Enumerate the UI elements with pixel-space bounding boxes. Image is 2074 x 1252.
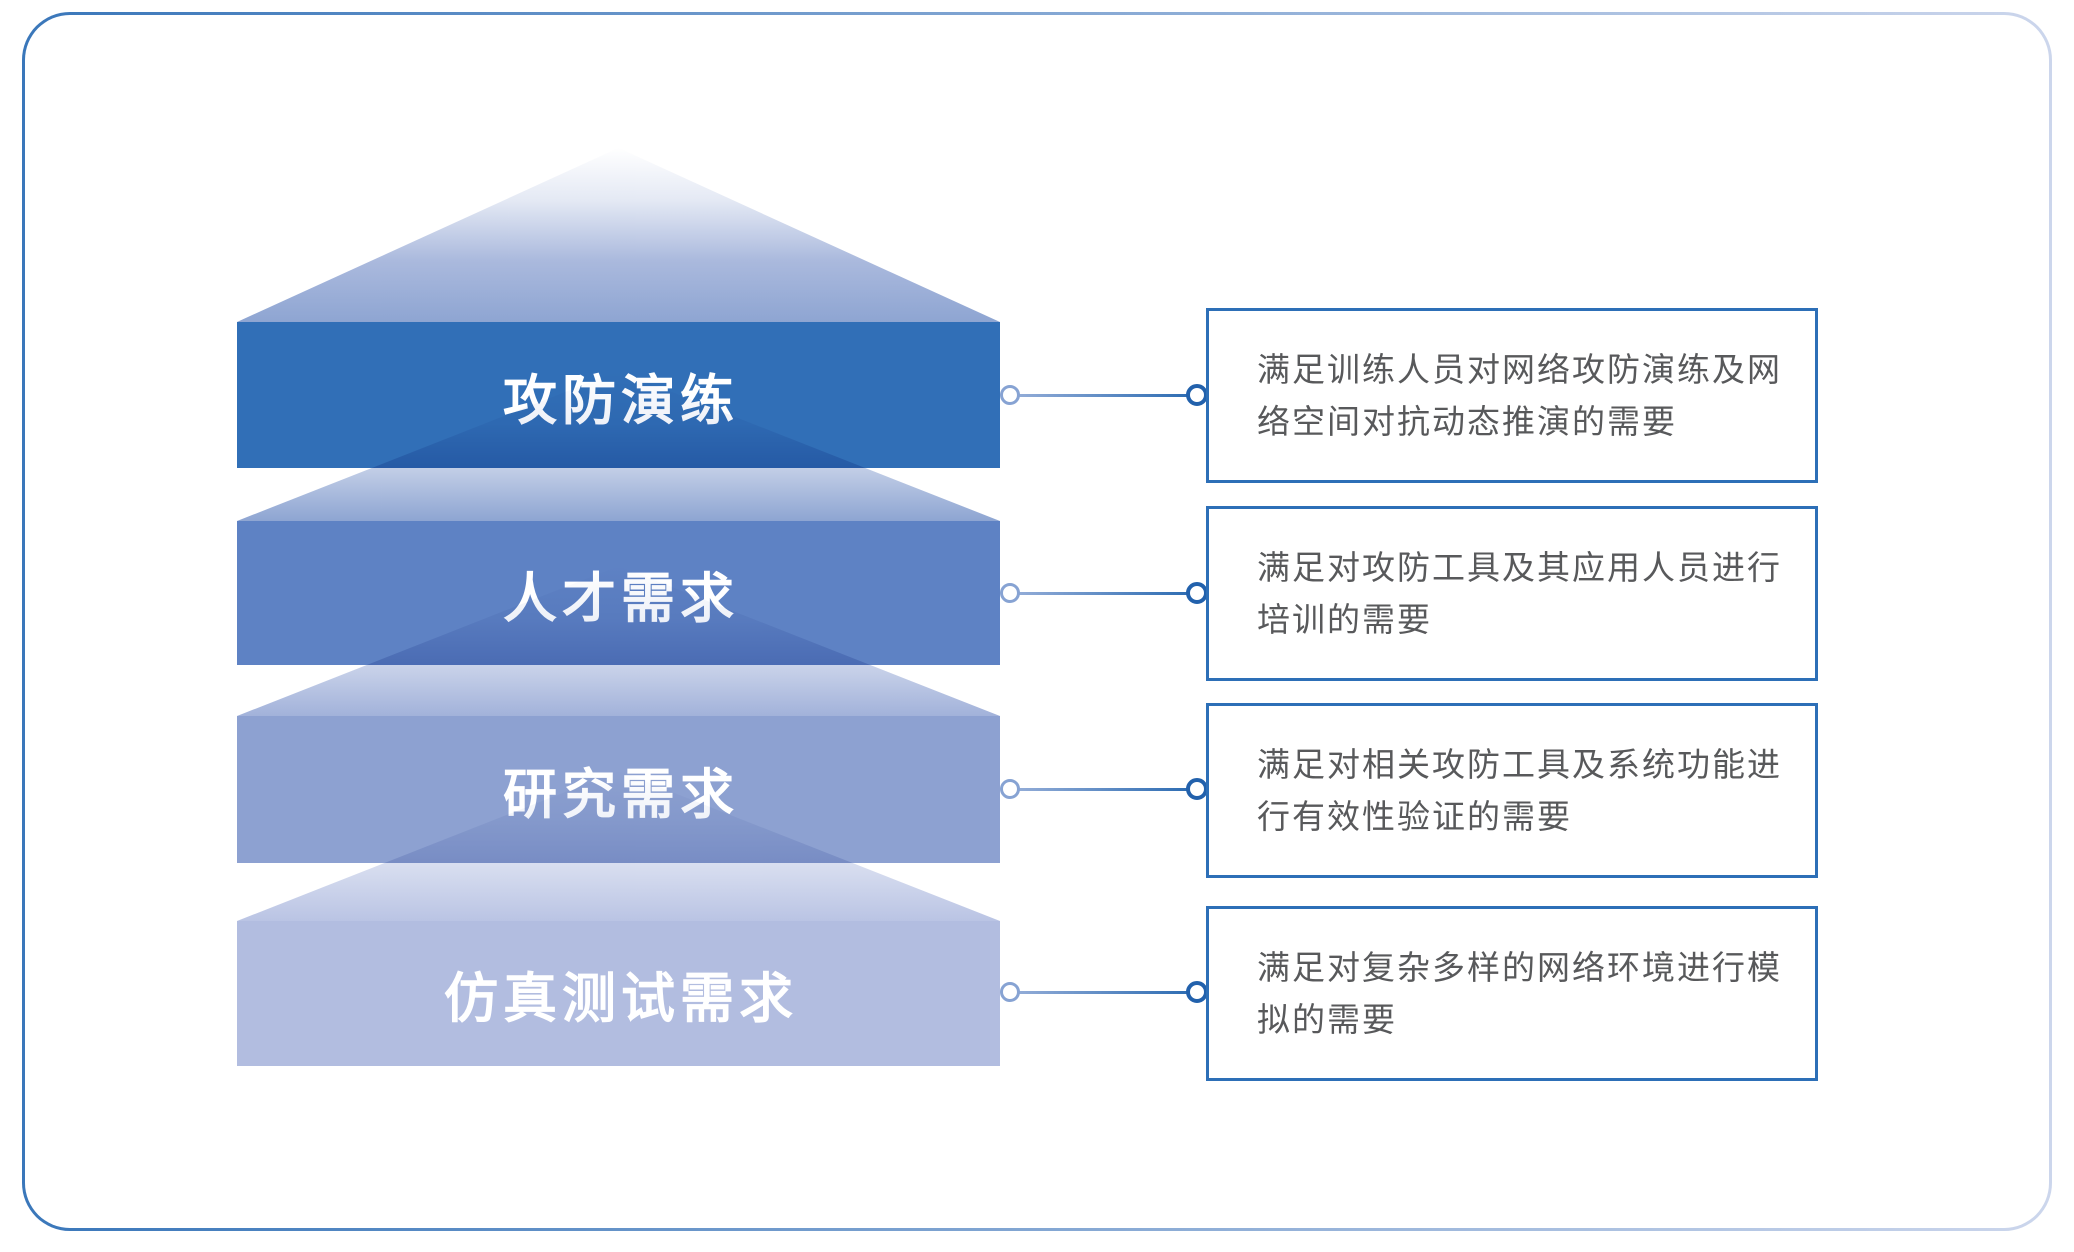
connector-dot-right-icon — [1186, 981, 1208, 1003]
description-text: 满足对相关攻防工具及系统功能进 行有效性验证的需要 — [1257, 746, 1782, 835]
connector-line — [1004, 991, 1202, 994]
description-box-3: 满足对相关攻防工具及系统功能进 行有效性验证的需要 — [1206, 703, 1818, 878]
connector-dot-right-icon — [1186, 384, 1208, 406]
pyramid-band-label: 仿真测试需求 — [444, 969, 798, 1029]
description-text: 满足训练人员对网络攻防演练及网 络空间对抗动态推演的需要 — [1257, 351, 1782, 440]
description-text: 满足对攻防工具及其应用人员进行 培训的需要 — [1257, 549, 1782, 638]
connector-line — [1004, 592, 1202, 595]
description-text: 满足对复杂多样的网络环境进行模 拟的需要 — [1257, 949, 1782, 1038]
connector-line — [1004, 394, 1202, 397]
connector-dot-left-icon — [1000, 982, 1020, 1002]
connector-dot-right-icon — [1186, 582, 1208, 604]
connector-dot-left-icon — [1000, 385, 1020, 405]
connector-dot-left-icon — [1000, 583, 1020, 603]
description-box-2: 满足对攻防工具及其应用人员进行 培训的需要 — [1206, 506, 1818, 681]
connector-line — [1004, 788, 1202, 791]
description-box-4: 满足对复杂多样的网络环境进行模 拟的需要 — [1206, 906, 1818, 1081]
pyramid-band-4: 仿真测试需求 — [237, 921, 1000, 1066]
connector-dot-right-icon — [1186, 778, 1208, 800]
connector-dot-left-icon — [1000, 779, 1020, 799]
description-box-1: 满足训练人员对网络攻防演练及网 络空间对抗动态推演的需要 — [1206, 308, 1818, 483]
